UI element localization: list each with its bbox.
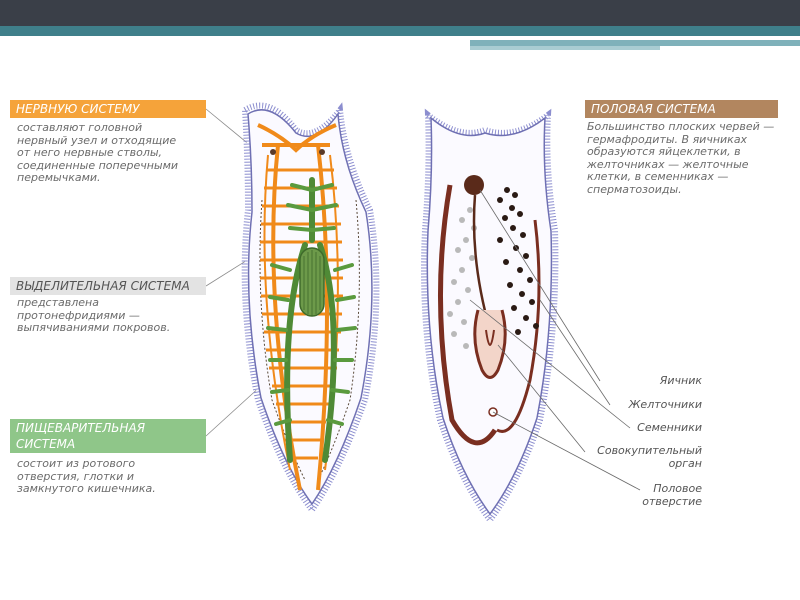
reproductive-system-description: Большинство плоских червей — гермафродит… xyxy=(587,120,775,196)
slide-header-accent-line-short xyxy=(470,46,660,50)
reproductive-system-title: ПОЛОВАЯ СИСТЕМА xyxy=(585,100,778,118)
vitellaria-clusters xyxy=(497,187,539,335)
nerve-trunk-outer-left xyxy=(263,154,291,471)
protonephridia-left xyxy=(259,199,306,481)
callout-vitellaria: Желточники xyxy=(628,398,702,411)
callout-genital-opening: Половое отверстие xyxy=(642,482,702,508)
digestive-system-title: ПИЩЕВАРИТЕЛЬНАЯ СИСТЕМА xyxy=(10,419,206,453)
slide-header-accent-line xyxy=(470,40,800,46)
left-worm xyxy=(241,102,380,516)
leader-lines-right xyxy=(469,189,641,491)
ovary xyxy=(464,175,484,195)
nervous-system-description: составляют головной нервный узел и отход… xyxy=(17,121,179,184)
head-ganglion-arc xyxy=(257,123,337,153)
nervous-system-title: НЕРВНУЮ СИСТЕМУ xyxy=(10,100,206,118)
right-worm xyxy=(421,108,559,526)
leader-line-testes xyxy=(469,299,631,429)
pharynx-stripes xyxy=(303,250,321,316)
callout-testes: Семенники xyxy=(637,421,702,434)
callout-copulatory-organ: Совокупительный орган xyxy=(597,444,702,470)
slide-header-accent xyxy=(0,26,800,36)
leader-line-vitellaria xyxy=(539,299,611,406)
digestive-system-description: состоит из ротового отверстия, глотки и … xyxy=(17,457,156,495)
eye-spot-left xyxy=(270,149,276,155)
leader-line-digestive xyxy=(205,384,263,437)
slide-header-bar xyxy=(0,0,800,26)
leader-line-genital-opening xyxy=(492,411,641,491)
protonephridia-right xyxy=(317,199,360,481)
vitelline-duct-left xyxy=(438,184,498,446)
testes-clusters xyxy=(447,207,477,349)
eye-spot-right xyxy=(319,149,325,155)
excretory-system-title: ВЫДЕЛИТЕЛЬНАЯ СИСТЕМА xyxy=(10,277,206,295)
leader-line-ovary xyxy=(479,189,601,382)
excretory-system-description: представлена протонефридиями — выпячиван… xyxy=(17,296,171,334)
callout-ovary: Яичник xyxy=(659,374,702,387)
copulatory-organ xyxy=(473,309,507,379)
vitelline-duct-right xyxy=(496,219,541,433)
leader-line-copulatory xyxy=(497,344,586,453)
gut-diverticula xyxy=(266,183,357,426)
copulatory-organ-inner xyxy=(485,329,495,346)
